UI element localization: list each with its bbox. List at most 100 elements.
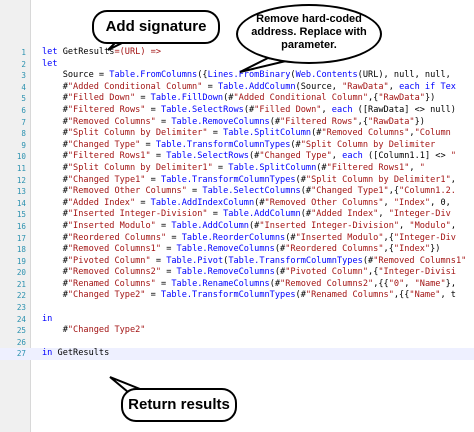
code-token: "Filled Down" — [254, 104, 322, 115]
code-token: in — [42, 348, 58, 359]
code-token: "Inserted Integer-Division" — [259, 220, 400, 231]
code-token: # — [42, 267, 68, 278]
code-line[interactable]: 18 #"Removed Columns1" = Table.RemoveCol… — [0, 244, 474, 256]
code-token: = — [155, 220, 172, 231]
code-token: ({ — [197, 70, 208, 81]
code-token: # — [42, 93, 68, 104]
code-token: , — [404, 278, 415, 289]
code-token: # — [42, 174, 68, 185]
code-line[interactable]: 19 #"Pivoted Column" = Table.Pivot(Table… — [0, 256, 474, 268]
code-line[interactable]: 13 #"Removed Other Columns" = Table.Sele… — [0, 186, 474, 198]
code-line[interactable]: 7 #"Removed Columns" = Table.RemoveColum… — [0, 117, 474, 129]
code-token: "RawData" — [378, 93, 425, 104]
code-token: , 0, — [430, 197, 451, 208]
code-token: "Filtered Rows" — [280, 116, 358, 127]
code-token: # — [42, 104, 68, 115]
code-line[interactable]: 23 — [0, 302, 474, 314]
code-token: ,{ — [383, 244, 394, 255]
code-text: #"Pivoted Column" = Table.Pivot(Table.Tr… — [42, 255, 467, 268]
code-token: (# — [274, 244, 286, 255]
code-token: = — [161, 267, 177, 278]
code-line[interactable]: 22 #"Changed Type2" = Table.TransformCol… — [0, 290, 474, 302]
code-token: "Filtered Rows" — [67, 104, 146, 115]
code-line[interactable]: 16 #"Inserted Modulo" = Table.AddColumn(… — [0, 221, 474, 233]
code-token: let — [42, 47, 63, 57]
line-number: 11 — [16, 163, 26, 173]
code-token: , — [388, 81, 400, 92]
code-token: = — [186, 186, 203, 197]
code-line[interactable]: 5 #"Filled Down" = Table.FillDown(#"Adde… — [0, 93, 474, 105]
code-line[interactable]: 10 #"Filtered Rows1" = Table.SelectRows(… — [0, 151, 474, 163]
code-token: = — [135, 197, 151, 208]
line-number: 5 — [21, 94, 26, 104]
code-token: "Added Conditional Column" — [67, 81, 203, 92]
code-token: "Split Column by Delimiter — [300, 139, 436, 150]
code-line[interactable]: 25 #"Changed Type2" — [0, 325, 474, 337]
code-text: #"Removed Columns1" = Table.RemoveColumn… — [42, 244, 441, 256]
code-text: #"Removed Columns" = Table.RemoveColumns… — [42, 117, 425, 129]
code-token: Table.RenameColumns — [171, 278, 270, 289]
code-text: #"Changed Type1" = Table.TransformColumn… — [42, 175, 456, 187]
line-number: 23 — [16, 303, 26, 313]
code-token: ,{ — [357, 116, 369, 127]
code-token: = — [212, 162, 229, 173]
code-token: # — [42, 151, 68, 162]
code-token: = — [166, 232, 182, 243]
line-number: 12 — [16, 175, 26, 185]
line-number: 4 — [21, 82, 26, 92]
code-token: "Changed Type1" — [67, 174, 146, 185]
code-text: #"Changed Type2" = Table.TransformColumn… — [42, 290, 456, 302]
code-token: Table.SelectColumns — [202, 186, 301, 197]
code-line[interactable]: 4 #"Added Conditional Column" = Table.Ad… — [0, 82, 474, 94]
code-token: " — [419, 162, 425, 173]
code-token: Table.SelectRows — [166, 151, 249, 162]
code-token: (# — [316, 162, 327, 173]
code-token: "Changed Type1" — [311, 186, 389, 197]
code-text: #"Split Column by Delimiter1" = Table.Sp… — [42, 163, 425, 175]
code-line[interactable]: 20 #"Removed Columns2" = Table.RemoveCol… — [0, 267, 474, 279]
code-token: Table.TransformColumnTypes — [161, 290, 296, 301]
code-token: "Split Column by Delimiter1" — [67, 162, 213, 173]
code-text: #"Split Column by Delimiter" = Table.Spl… — [42, 128, 451, 140]
code-token: ( — [223, 255, 229, 266]
code-token: = — [155, 116, 172, 127]
line-number: 13 — [16, 187, 26, 197]
code-token: Table.TransformColumnTypes — [228, 255, 363, 266]
code-token: Table.AddColumn — [217, 81, 296, 92]
code-line[interactable]: 6 #"Filtered Rows" = Table.SelectRows(#"… — [0, 105, 474, 117]
code-token: = — [145, 104, 162, 115]
code-line[interactable]: 3 Source = Table.FromColumns({Lines.From… — [0, 70, 474, 82]
code-text: #"Inserted Modulo" = Table.AddColumn(#"I… — [42, 221, 456, 233]
code-token: "Column — [414, 128, 451, 139]
code-token: # — [42, 186, 68, 197]
code-token: ,{ — [368, 93, 379, 104]
code-line[interactable]: 26 — [0, 337, 474, 349]
code-token: (# — [254, 197, 265, 208]
code-token: "Pivoted Column" — [285, 267, 369, 278]
code-line[interactable]: 21 #"Renamed Columns" = Table.RenameColu… — [0, 279, 474, 291]
line-number: 22 — [16, 291, 26, 301]
code-token: (# — [274, 267, 286, 278]
code-line[interactable]: 17 #"Reordered Columns" = Table.ReorderC… — [0, 233, 474, 245]
code-line[interactable]: 15 #"Inserted Integer-Division" = Table.… — [0, 209, 474, 221]
code-line[interactable]: 14 #"Added Index" = Table.AddIndexColumn… — [0, 198, 474, 210]
code-token: = — [207, 209, 224, 220]
code-token: (# — [300, 186, 312, 197]
code-token: # — [42, 197, 68, 208]
code-text: #"Removed Columns2" = Table.RemoveColumn… — [42, 267, 456, 279]
code-line[interactable]: 11 #"Split Column by Delimiter1" = Table… — [0, 163, 474, 175]
code-line[interactable]: 8 #"Split Column by Delimiter" = Table.S… — [0, 128, 474, 140]
code-line[interactable]: 12 #"Changed Type1" = Table.TransformCol… — [0, 175, 474, 187]
code-token: Table.TransformColumnTypes — [161, 174, 296, 185]
code-line[interactable]: 9 #"Changed Type" = Table.TransformColum… — [0, 140, 474, 152]
code-text: #"Filled Down" = Table.FillDown(#"Added … — [42, 93, 436, 105]
code-token: "Integer-Div — [393, 232, 456, 243]
code-text: #"Removed Other Columns" = Table.SelectC… — [42, 186, 456, 198]
code-token: = — [150, 151, 167, 162]
